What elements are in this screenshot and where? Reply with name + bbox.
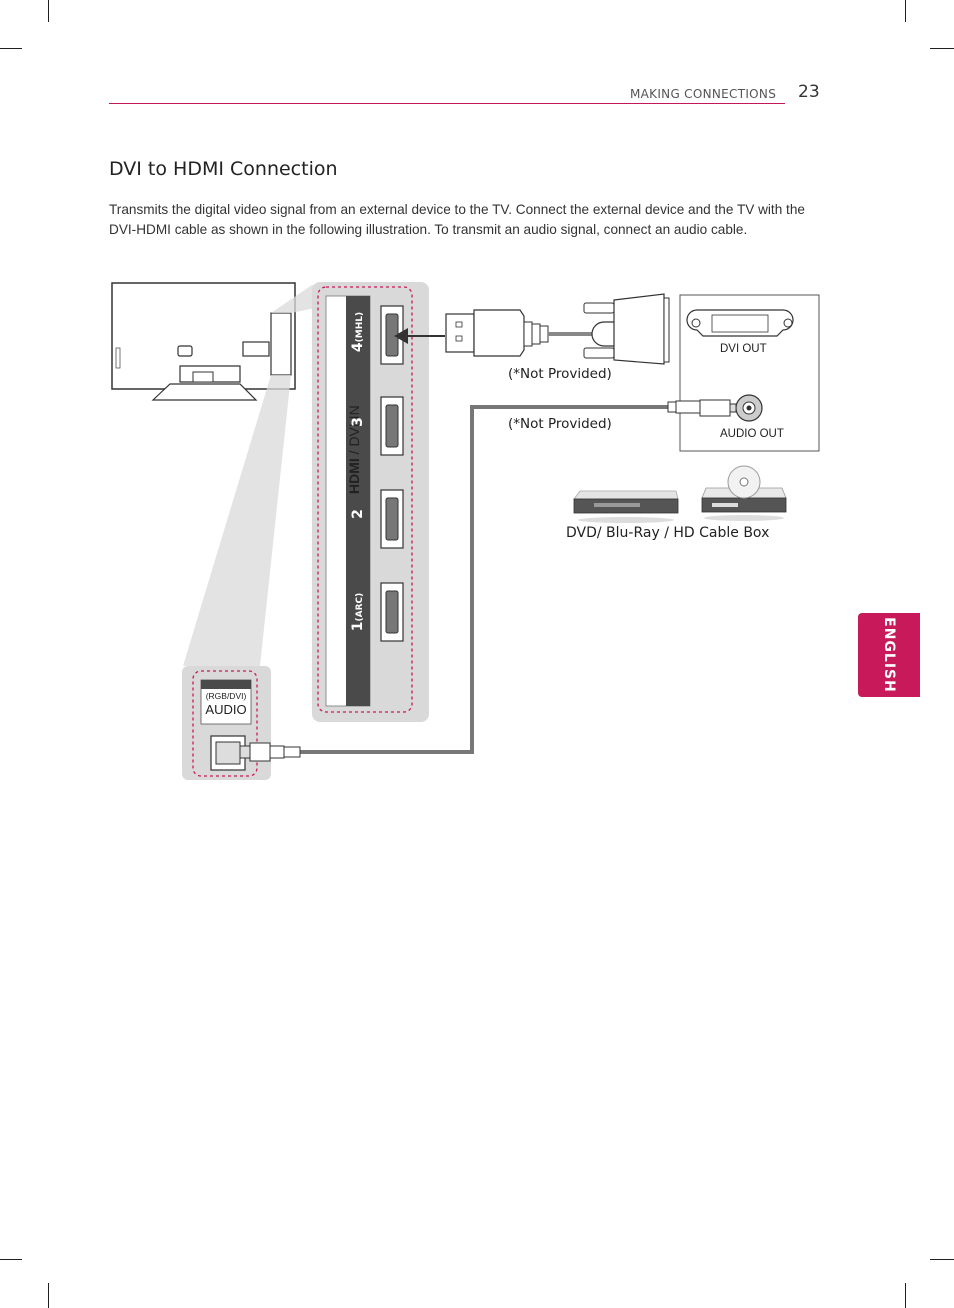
port-1-number: 1 — [350, 621, 366, 632]
crop-mark — [905, 0, 906, 22]
port-4-label: 4(MHL) — [350, 306, 366, 358]
dvi-out-port — [686, 309, 794, 337]
hdmi-port-4 — [380, 305, 404, 365]
crop-mark — [0, 48, 22, 49]
hdmi-plug — [445, 309, 549, 357]
port-4-note: (MHL) — [355, 311, 365, 343]
dvd-player-illustration — [573, 490, 679, 523]
port-1-label: 1(ARC) — [350, 586, 366, 638]
dvi-in-label: / DVI IN — [346, 405, 362, 455]
page-number: 23 — [798, 82, 820, 102]
crop-mark — [48, 1283, 49, 1308]
header-rule — [109, 103, 785, 104]
crop-mark — [905, 1283, 906, 1308]
hdmi-port-1 — [380, 582, 404, 642]
tv-back-illustration — [111, 282, 296, 401]
audio-out-label: AUDIO OUT — [720, 428, 784, 440]
hdmi-port-3 — [380, 396, 404, 456]
bluray-player-illustration — [701, 465, 787, 521]
port-4-number: 4 — [350, 342, 366, 353]
language-tab: ENGLISH — [858, 613, 920, 697]
port-3-number: 3 — [350, 417, 366, 427]
port-3-label: 3 — [350, 416, 366, 428]
dvi-plug — [583, 293, 670, 365]
body-paragraph: Transmits the digital video signal from … — [109, 202, 805, 237]
audio-panel-bottom-label: AUDIO — [205, 702, 247, 717]
dvi-out-label: DVI OUT — [720, 343, 767, 355]
crop-mark — [930, 48, 954, 49]
port-2-label: 2 — [350, 508, 366, 520]
crop-mark — [930, 1259, 954, 1260]
not-provided-label-hdmi: (*Not Provided) — [508, 366, 612, 382]
section-header: MAKING CONNECTIONS — [630, 87, 777, 101]
audio-panel-top-label: (RGB/DVI) — [205, 691, 247, 701]
device-caption: DVD/ Blu-Ray / HD Cable Box — [566, 525, 770, 541]
port-2-number: 2 — [350, 509, 366, 519]
crop-mark — [48, 0, 49, 22]
audio-out-port — [735, 394, 763, 422]
crop-mark — [0, 1259, 22, 1260]
not-provided-label-audio: (*Not Provided) — [508, 416, 612, 432]
page-title: DVI to HDMI Connection — [109, 158, 338, 180]
hdmi-port-2 — [380, 489, 404, 549]
hdmi-logo: HDMI — [346, 458, 362, 494]
port-1-note: (ARC) — [355, 592, 365, 622]
